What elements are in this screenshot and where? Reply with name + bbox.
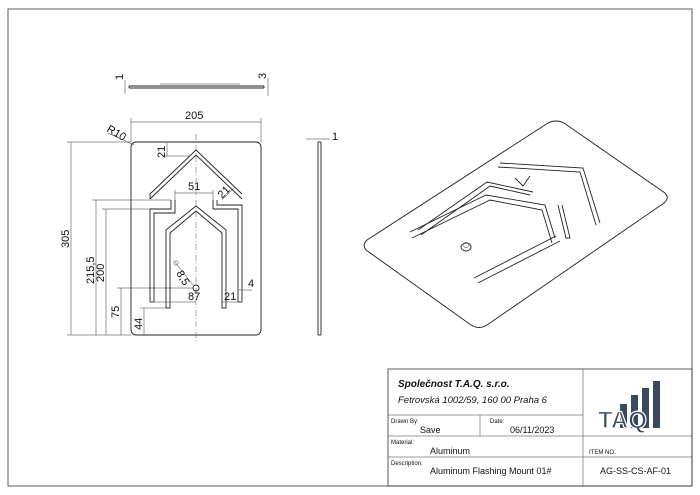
dim-top-thickness: 1 [114, 74, 126, 80]
dim-slot-width: 4 [248, 278, 254, 290]
company-name: Společnost T.A.Q. s.r.o. [398, 379, 510, 390]
isometric-view [363, 120, 668, 328]
dim-side-thickness: 1 [332, 131, 338, 143]
dim-overall-height: 305 [60, 230, 72, 248]
front-plate-view: 8,5 205 R10 21 51 21 305 215,5 200 [60, 110, 262, 342]
taq-logo: TAQ [597, 381, 660, 435]
drawn-by-value: Save [420, 425, 441, 435]
dim-top-height: 3 [257, 73, 269, 79]
dim-slot-offset: 21 [224, 291, 236, 303]
dim-height-200: 200 [95, 264, 107, 282]
item-no-label: ITEM NO. [589, 450, 616, 456]
date-label: Date: [490, 419, 505, 425]
drawn-by-label: Drawn By: [391, 419, 419, 425]
side-view: 1 [306, 131, 338, 336]
dim-inner-width: 51 [188, 181, 200, 193]
dim-height-44: 44 [133, 318, 145, 330]
dim-height-75: 75 [110, 306, 122, 318]
company-address: Fetrovská 1002/59, 160 00 Praha 6 [398, 395, 548, 406]
dim-hole-x: 87 [188, 291, 200, 303]
logo-text: TAQ [598, 407, 647, 434]
drawing-frame [7, 8, 693, 487]
date-value: 06/11/2023 [510, 425, 554, 435]
description-label: Description: [391, 461, 423, 467]
dim-height-215: 215,5 [85, 256, 97, 284]
material-value: Aluminum [430, 446, 470, 456]
dim-width: 205 [185, 110, 203, 122]
dim-hole-diameter: 8,5 [173, 269, 191, 288]
iso-plate-outline [363, 120, 668, 328]
dim-side-offset: 21 [216, 184, 233, 201]
description-value: Aluminum Flashing Mount 01# [430, 466, 552, 476]
title-block: Společnost T.A.Q. s.r.o. Fetrovská 1002/… [387, 368, 693, 487]
item-no-value: AG-SS-CS-AF-01 [600, 466, 671, 476]
top-edge-view: 1 3 [114, 73, 269, 96]
dim-top-offset: 21 [156, 146, 168, 158]
material-label: Material: [391, 440, 414, 446]
